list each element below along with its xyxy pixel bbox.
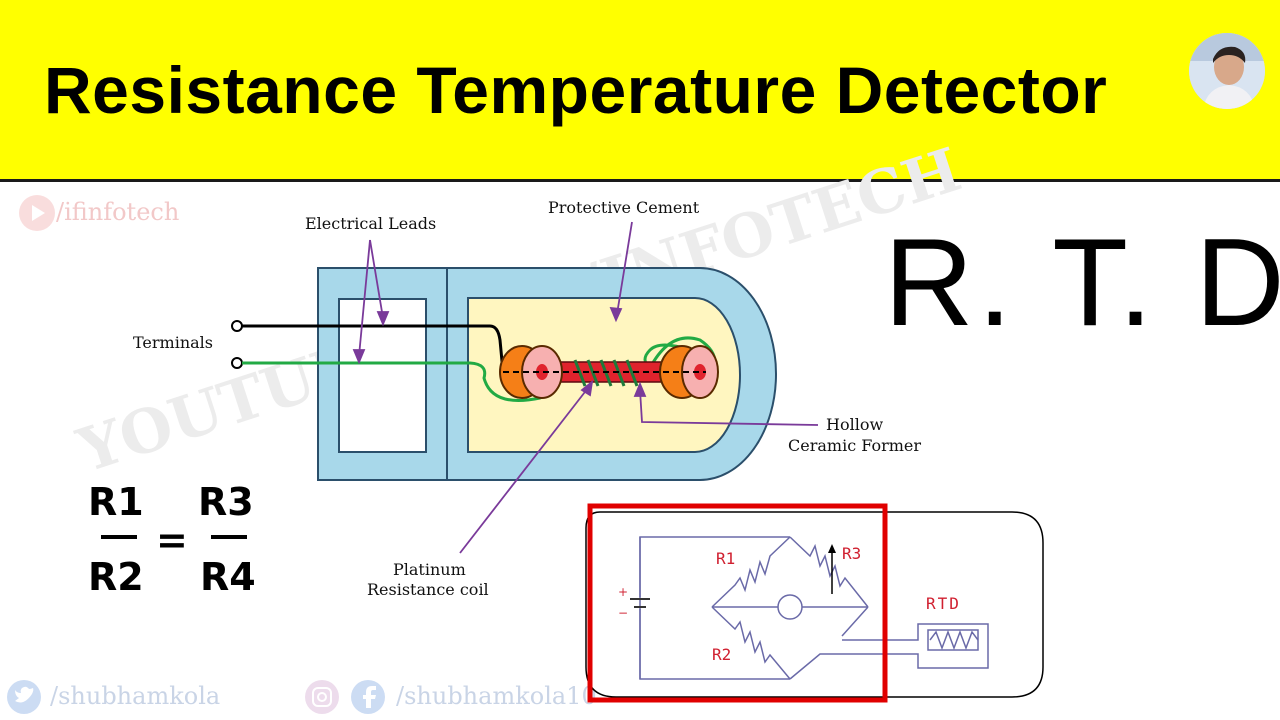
bridge-label-plus: +: [618, 585, 629, 599]
bridge-label-rtd: RTD: [926, 594, 961, 613]
bridge-panel: [585, 511, 1044, 698]
title-banner: Resistance Temperature Detector: [0, 0, 1280, 182]
bridge-label-r1: R1: [716, 549, 736, 568]
watermark-twitter-handle: /shubhamkola: [50, 682, 221, 710]
page-title: Resistance Temperature Detector: [44, 53, 1108, 127]
instagram-icon: [305, 680, 339, 714]
equation-equals: =: [156, 518, 188, 562]
label-hollow: Hollow: [826, 415, 884, 434]
equation-bar-right: [211, 535, 247, 539]
label-resistance-coil: Resistance coil: [367, 580, 489, 599]
label-electrical-leads: Electrical Leads: [305, 214, 437, 233]
label-terminals: Terminals: [133, 333, 214, 352]
bridge-label-r3: R3: [842, 544, 862, 563]
equation-bar-left: [101, 535, 137, 539]
equation-r3: R3: [198, 480, 254, 524]
avatar-portrait-icon: [1189, 33, 1265, 109]
label-ceramic-former: Ceramic Former: [788, 436, 922, 455]
wheatstone-bridge: [630, 536, 989, 680]
equation-r4: R4: [200, 555, 256, 599]
highlight-box: [587, 503, 888, 703]
twitter-icon: [7, 680, 41, 714]
watermark-social-handle: /shubhamkola10: [396, 682, 597, 710]
equation-r1: R1: [88, 480, 144, 524]
bridge-label-r2: R2: [712, 645, 732, 664]
equation-r2: R2: [88, 555, 144, 599]
label-platinum: Platinum: [393, 560, 466, 579]
watermark-channel: /ifinfotech: [56, 198, 180, 226]
avatar: [1189, 33, 1265, 109]
rtd-heading: R. T. D: [884, 214, 1280, 352]
bridge-label-minus: −: [618, 606, 629, 620]
leader-arrows: [352, 221, 819, 554]
label-protective-cement: Protective Cement: [548, 198, 700, 217]
youtube-icon: [19, 195, 55, 231]
facebook-icon: [351, 680, 385, 714]
